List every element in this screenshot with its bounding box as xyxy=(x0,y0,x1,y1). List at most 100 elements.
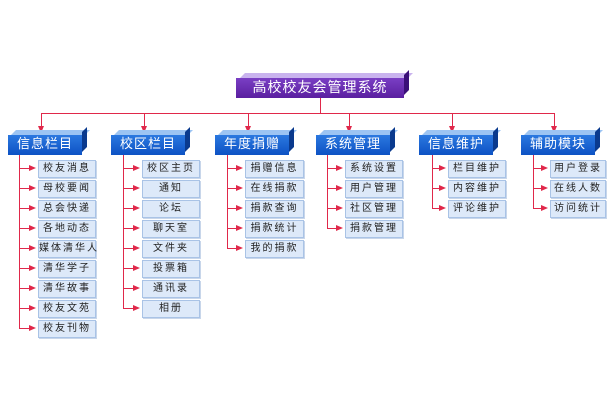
right-arrow-icon xyxy=(541,205,548,211)
right-arrow-icon xyxy=(236,225,243,231)
right-arrow-icon xyxy=(439,205,446,211)
item-connector xyxy=(327,168,337,169)
item-connector xyxy=(123,228,134,229)
list-item: 清华故事 xyxy=(38,280,96,298)
item-connector xyxy=(123,188,134,189)
list-item: 通知 xyxy=(142,180,200,198)
item-connector xyxy=(19,208,30,209)
list-item: 文件夹 xyxy=(142,240,200,258)
right-arrow-icon xyxy=(236,165,243,171)
item-connector xyxy=(227,208,237,209)
list-item: 相册 xyxy=(142,300,200,318)
right-arrow-icon xyxy=(29,165,36,171)
list-item: 用户管理 xyxy=(345,180,403,198)
right-arrow-icon xyxy=(29,185,36,191)
item-connector xyxy=(123,248,134,249)
right-arrow-icon xyxy=(133,225,140,231)
list-item: 在线捐款 xyxy=(245,180,304,198)
item-connector xyxy=(123,168,134,169)
right-arrow-icon xyxy=(439,185,446,191)
list-item: 捐款查询 xyxy=(245,200,304,218)
list-item: 捐款管理 xyxy=(345,220,403,238)
list-item: 捐款统计 xyxy=(245,220,304,238)
right-arrow-icon xyxy=(336,165,343,171)
list-item: 捐赠信息 xyxy=(245,160,304,178)
category-connector xyxy=(248,113,249,128)
category-6: 辅助模块 xyxy=(521,135,595,155)
right-arrow-icon xyxy=(236,245,243,251)
right-arrow-icon xyxy=(29,245,36,251)
list-item: 母校要闻 xyxy=(38,180,96,198)
right-arrow-icon xyxy=(29,225,36,231)
root-connector xyxy=(320,98,321,113)
list-item: 各地动态 xyxy=(38,220,96,238)
right-arrow-icon xyxy=(541,165,548,171)
right-arrow-icon xyxy=(133,185,140,191)
right-arrow-icon xyxy=(133,265,140,271)
category-connector xyxy=(41,113,42,128)
category-trunk xyxy=(327,155,328,228)
category-connector xyxy=(349,113,350,128)
item-connector xyxy=(432,168,440,169)
item-connector xyxy=(123,288,134,289)
list-item: 栏目维护 xyxy=(448,160,506,178)
list-item: 我的捐款 xyxy=(245,240,304,258)
right-arrow-icon xyxy=(133,285,140,291)
category-3: 年度捐赠 xyxy=(215,135,289,155)
list-item: 校友文苑 xyxy=(38,300,96,318)
right-arrow-icon xyxy=(29,285,36,291)
item-connector xyxy=(19,308,30,309)
right-arrow-icon xyxy=(336,205,343,211)
item-connector xyxy=(19,228,30,229)
category-connector xyxy=(554,113,555,128)
right-arrow-icon xyxy=(236,185,243,191)
category-trunk xyxy=(533,155,534,208)
right-arrow-icon xyxy=(541,185,548,191)
item-connector xyxy=(227,228,237,229)
item-connector xyxy=(227,168,237,169)
category-trunk xyxy=(19,155,20,328)
category-connector xyxy=(144,113,145,128)
list-item: 校友消息 xyxy=(38,160,96,178)
item-connector xyxy=(19,248,30,249)
right-arrow-icon xyxy=(236,205,243,211)
right-arrow-icon xyxy=(133,305,140,311)
item-connector xyxy=(19,168,30,169)
list-item: 投票箱 xyxy=(142,260,200,278)
category-2: 校区栏目 xyxy=(111,135,185,155)
item-connector xyxy=(533,168,542,169)
list-item: 校区主页 xyxy=(142,160,200,178)
category-connector xyxy=(452,113,453,128)
item-connector xyxy=(19,288,30,289)
list-item: 总会快递 xyxy=(38,200,96,218)
category-1: 信息栏目 xyxy=(8,135,82,155)
item-connector xyxy=(227,188,237,189)
item-connector xyxy=(533,188,542,189)
right-arrow-icon xyxy=(29,265,36,271)
item-connector xyxy=(123,268,134,269)
list-item: 清华学子 xyxy=(38,260,96,278)
item-connector xyxy=(123,208,134,209)
item-connector xyxy=(327,188,337,189)
item-connector xyxy=(533,208,542,209)
list-item: 通讯录 xyxy=(142,280,200,298)
item-connector xyxy=(123,308,134,309)
right-arrow-icon xyxy=(133,205,140,211)
list-item: 内容维护 xyxy=(448,180,506,198)
list-item: 访问统计 xyxy=(550,200,606,218)
list-item: 媒体清华人 xyxy=(38,240,97,258)
list-item: 聊天室 xyxy=(142,220,200,238)
category-trunk xyxy=(432,155,433,208)
item-connector xyxy=(227,248,237,249)
list-item: 评论维护 xyxy=(448,200,506,218)
right-arrow-icon xyxy=(29,205,36,211)
list-item: 校友刊物 xyxy=(38,320,96,338)
item-connector xyxy=(432,188,440,189)
list-item: 系统设置 xyxy=(345,160,403,178)
right-arrow-icon xyxy=(29,325,36,331)
item-connector xyxy=(19,268,30,269)
item-connector xyxy=(327,228,337,229)
item-connector xyxy=(432,208,440,209)
right-arrow-icon xyxy=(439,165,446,171)
